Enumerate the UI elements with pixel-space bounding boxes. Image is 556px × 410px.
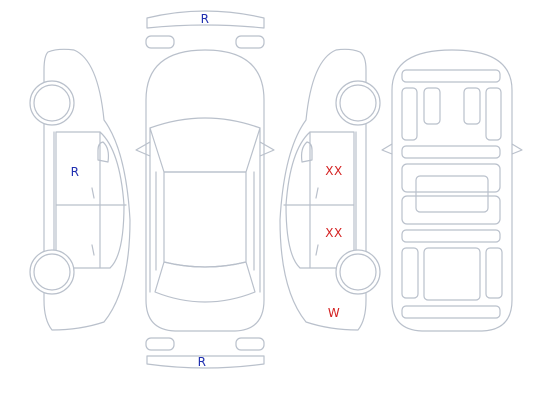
front-left-lamp xyxy=(145,35,175,49)
rear-bumper[interactable] xyxy=(146,355,265,369)
right-mirror xyxy=(259,141,275,157)
right-front-seat-side xyxy=(485,87,502,141)
left-front-wheel[interactable] xyxy=(29,80,75,126)
right-rear-wheel-rim xyxy=(339,253,377,291)
left-rear-handle xyxy=(91,244,95,256)
rear-right-lamp xyxy=(235,337,265,351)
cargo-area[interactable] xyxy=(423,247,481,301)
left-front-door-mark[interactable]: R xyxy=(71,165,80,179)
front-bumper[interactable] xyxy=(146,10,265,29)
damage-marks: R R R XX XX W xyxy=(71,12,343,369)
front-right-lamp xyxy=(235,35,265,49)
right-rear-quarter-mark[interactable]: W xyxy=(328,306,340,320)
rear-bumper-mark[interactable]: R xyxy=(198,355,207,369)
rear-window[interactable] xyxy=(154,261,256,303)
right-front-door-mark[interactable]: XX xyxy=(325,164,342,178)
rear-left-lamp xyxy=(145,337,175,351)
right-body-outline[interactable] xyxy=(279,48,367,331)
interior-outline[interactable] xyxy=(391,49,513,332)
floor-bar-1 xyxy=(401,145,501,159)
right-front-handle xyxy=(315,187,319,199)
cargo-right xyxy=(485,247,503,299)
left-side-mirror xyxy=(97,141,110,163)
right-door-frame xyxy=(285,131,355,269)
right-rear-door-mark[interactable]: XX xyxy=(325,226,342,240)
dashboard[interactable] xyxy=(401,69,501,83)
left-front-seat[interactable] xyxy=(423,87,441,125)
left-door-frame xyxy=(55,131,125,269)
right-front-wheel-rim xyxy=(339,84,377,122)
left-rear-wheel[interactable] xyxy=(29,249,75,295)
left-front-seat-side xyxy=(401,87,418,141)
top-view xyxy=(135,10,275,369)
right-side-mirror xyxy=(300,141,313,163)
interior-left-mirror xyxy=(381,143,393,155)
interior-right-mirror xyxy=(511,143,523,155)
rear-trim xyxy=(401,305,501,319)
floor-bar-2 xyxy=(401,229,501,243)
windshield[interactable] xyxy=(149,117,261,173)
right-front-seat[interactable] xyxy=(463,87,481,125)
left-body-outline[interactable] xyxy=(43,48,131,331)
left-mirror xyxy=(135,141,151,157)
rear-bench-frame xyxy=(401,163,501,193)
left-side-view xyxy=(29,48,131,331)
cargo-left xyxy=(401,247,419,299)
left-rear-wheel-rim xyxy=(33,253,71,291)
interior-floor-plan xyxy=(381,49,523,332)
roof[interactable] xyxy=(163,171,247,268)
rear-bench-lower xyxy=(401,195,501,225)
front-bumper-mark[interactable]: R xyxy=(201,12,210,26)
left-front-wheel-rim xyxy=(33,84,71,122)
rear-bench-seat[interactable] xyxy=(415,175,489,213)
right-rear-wheel[interactable] xyxy=(335,249,381,295)
right-rear-handle xyxy=(315,244,319,256)
left-front-handle xyxy=(91,187,95,199)
top-body-outline[interactable] xyxy=(145,49,265,332)
right-side-view xyxy=(279,48,381,331)
right-front-wheel[interactable] xyxy=(335,80,381,126)
